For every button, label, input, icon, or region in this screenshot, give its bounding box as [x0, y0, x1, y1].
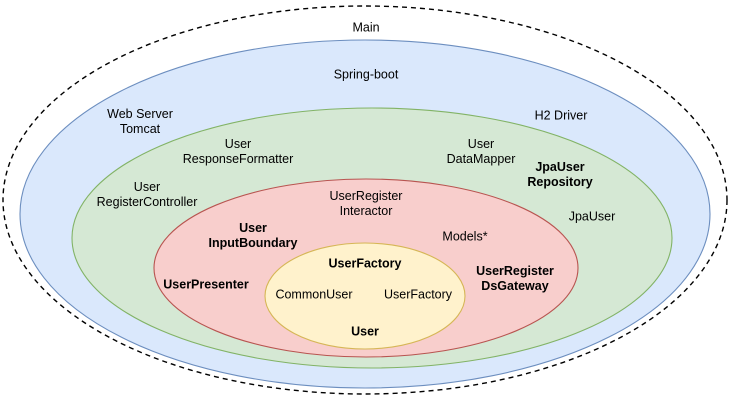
- ellipse-layer-enterprise-business-rules: [264, 242, 466, 350]
- ellipse-layer-main: [2, 5, 728, 395]
